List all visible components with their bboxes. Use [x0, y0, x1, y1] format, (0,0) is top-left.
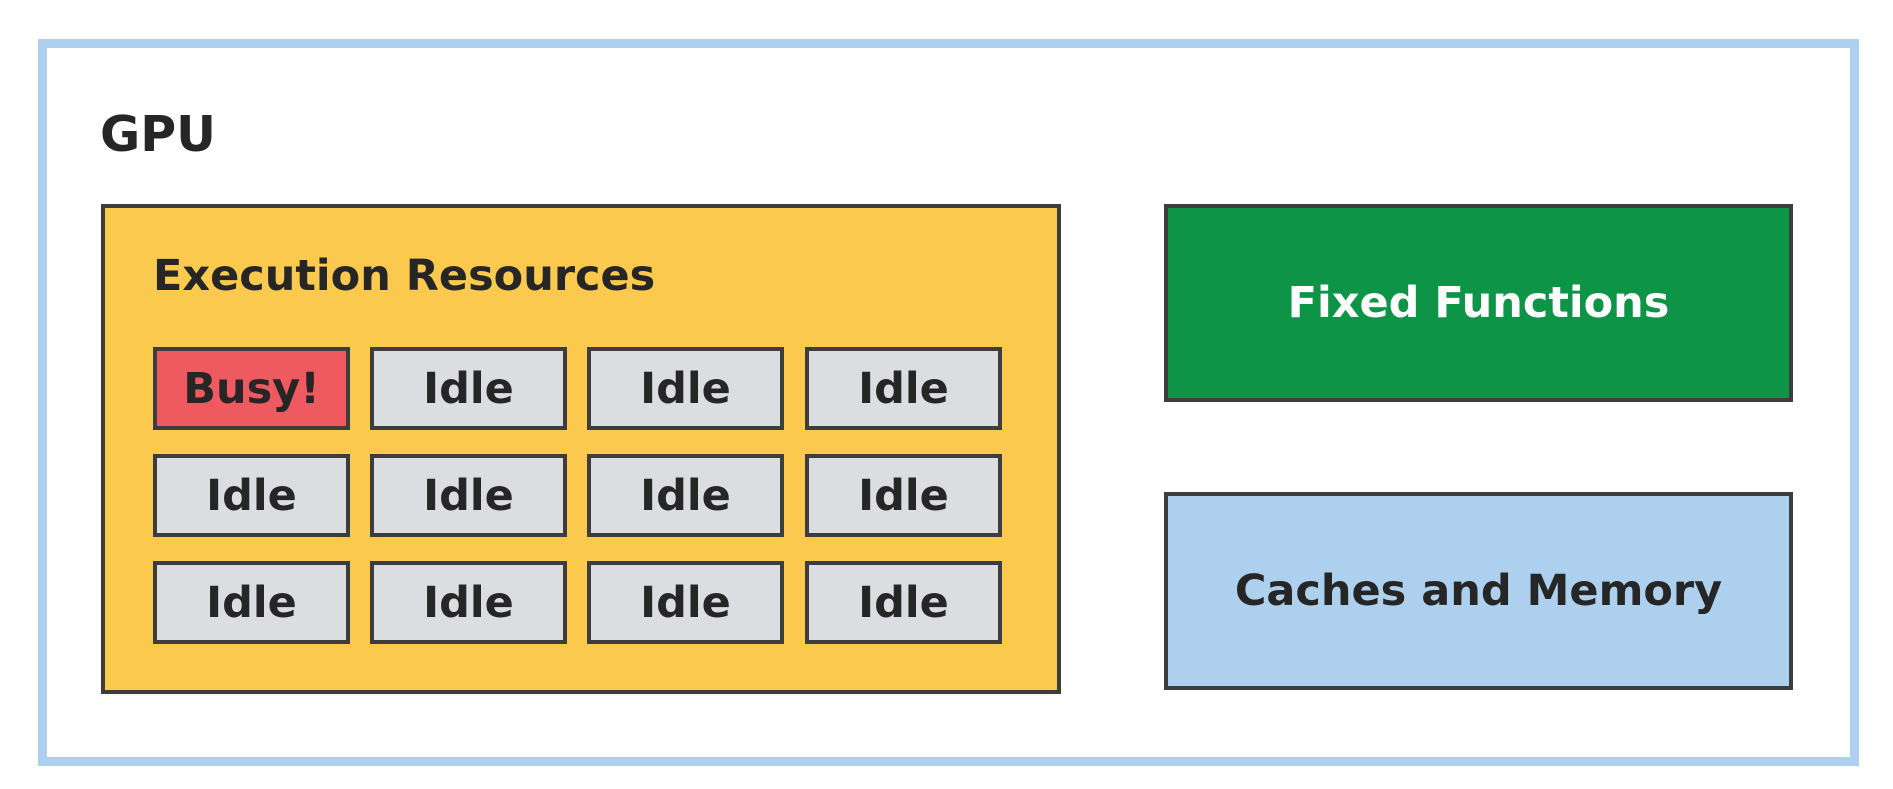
execution-unit-idle: Idle [805, 454, 1002, 537]
execution-unit-idle: Idle [370, 347, 567, 430]
caches-memory-label: Caches and Memory [1234, 566, 1723, 616]
gpu-title: GPU [100, 106, 216, 163]
execution-unit-idle: Idle [587, 347, 784, 430]
execution-unit-idle: Idle [370, 561, 567, 644]
execution-unit-idle: Idle [805, 561, 1002, 644]
execution-unit-idle: Idle [370, 454, 567, 537]
execution-unit-idle: Idle [805, 347, 1002, 430]
caches-memory-box: Caches and Memory [1164, 492, 1793, 690]
execution-resources-title: Execution Resources [153, 251, 656, 301]
execution-unit-idle: Idle [587, 561, 784, 644]
fixed-functions-label: Fixed Functions [1287, 278, 1670, 328]
fixed-functions-box: Fixed Functions [1164, 204, 1793, 402]
execution-unit-busy: Busy! [153, 347, 350, 430]
execution-unit-idle: Idle [587, 454, 784, 537]
execution-unit-idle: Idle [153, 561, 350, 644]
execution-unit-idle: Idle [153, 454, 350, 537]
